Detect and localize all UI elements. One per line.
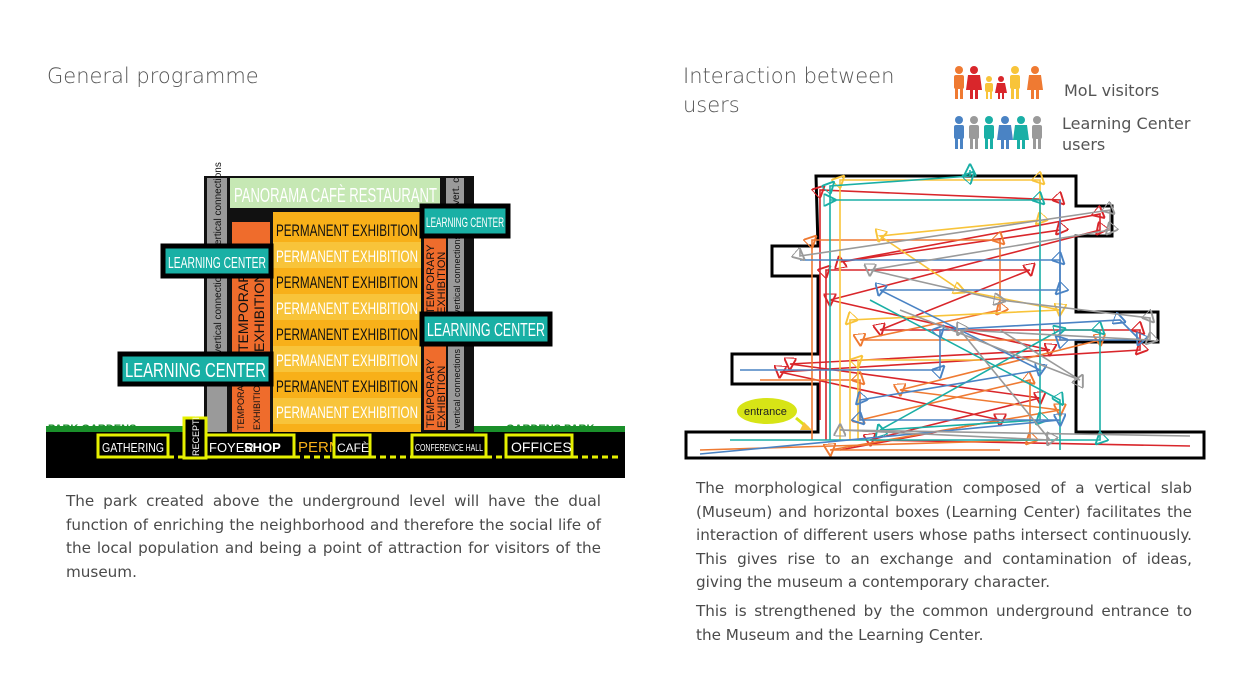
shop-label: SHOP <box>244 440 281 455</box>
park-gardens-label: PARK GARDENS <box>48 423 136 435</box>
permanent-exhibition-6: PERMANENT EXHIBITION <box>276 351 418 370</box>
gardens-park-label: GARDENS PARK <box>506 423 594 435</box>
legend-mol-visitors: MoL visitors <box>1064 81 1160 100</box>
foyer-label: FOYER <box>209 440 254 455</box>
left-title: General programme <box>47 64 259 88</box>
learning-center-box-4 <box>117 351 274 387</box>
entrance-bubble <box>737 398 797 424</box>
right-description-2: This is strengthened by the common under… <box>696 602 1192 644</box>
learning-center-box-3 <box>419 311 553 347</box>
svg-text:LEARNING CENTER: LEARNING CENTER <box>427 320 545 340</box>
mol-visitors-icon <box>954 66 1043 99</box>
permanent-exhibition-1: PERMANENT EXHIBITION <box>276 221 418 240</box>
vert-c-label: vert. c <box>451 178 462 205</box>
offices-label: OFFICES <box>511 439 572 455</box>
temporary-exhibition-small-2: EXHIBITION <box>252 379 262 430</box>
entrance-label: entrance <box>744 406 787 418</box>
left-description: The park created above the underground l… <box>66 492 601 581</box>
learning-center-users-icon <box>954 116 1042 149</box>
conference-hall-label: CONFERENCE HALL <box>415 443 483 454</box>
svg-text:LEARNING CENTER: LEARNING CENTER <box>426 214 504 230</box>
panorama-cafe-label: PANORAMA CAFÈ RESTAURANT <box>234 184 437 207</box>
legend-people-icons <box>954 66 1043 149</box>
vertical-connections-label-1: vertical connections <box>213 162 224 250</box>
gathering-label: GATHERING <box>102 440 164 455</box>
right-title-line1: Interaction between <box>683 64 895 88</box>
permanent-exhibition-8: PERMANENT EXHIBITION <box>276 403 418 422</box>
temporary-exhibition-left-1: TEMPORARY <box>235 263 251 352</box>
right-description-1: The morphological configuration composed… <box>696 479 1192 591</box>
permanent-exhibition-7: PERMANENT EXHIBITION <box>276 377 418 396</box>
learning-center-box-1 <box>419 203 511 239</box>
vertical-connections-right-1: vertical connections <box>452 234 462 314</box>
temporary-exhibition-right-2: EXHIBITION <box>436 252 448 314</box>
cafe-label: CAFÈ <box>337 440 369 455</box>
permanent-exhibition-3: PERMANENT EXHIBITION <box>276 273 418 292</box>
vertical-connections-label-2: vertical connections <box>213 266 224 354</box>
permanent-exhibition-5: PERMANENT EXHIBITION <box>276 325 418 344</box>
temporary-exhibition-right-3: TEMPORARY <box>425 358 437 428</box>
svg-text:LEARNING CENTER: LEARNING CENTER <box>125 360 266 382</box>
park-green-right <box>470 426 625 432</box>
learning-center-box-2 <box>160 243 274 279</box>
temporary-exhibition-small-1: TEMPORARY <box>236 373 246 430</box>
permanent-exhibition-stack: PERMANENT EXHIBITION PERMANENT EXHIBITIO… <box>273 212 421 432</box>
svg-text:LEARNING CENTER: LEARNING CENTER <box>168 255 266 272</box>
permanent-exhibition-4: PERMANENT EXHIBITION <box>276 299 418 318</box>
reception-label: RECEPTION <box>191 403 201 456</box>
park-green-left <box>46 426 226 432</box>
temporary-exhibition-left-2: EXHIBITION <box>251 273 267 352</box>
legend-learning-center-2: users <box>1062 135 1106 154</box>
legend-learning-center-1: Learning Center <box>1062 114 1191 133</box>
temporary-exhibition-right-1: TEMPORARY <box>425 244 437 314</box>
vertical-connections-right-2: vertical connections <box>452 348 462 428</box>
temporary-exhibition-right-4: EXHIBITION <box>436 366 448 428</box>
permanent-exhibition-2: PERMANENT EXHIBITION <box>276 247 418 266</box>
right-title-line2: users <box>683 93 740 117</box>
